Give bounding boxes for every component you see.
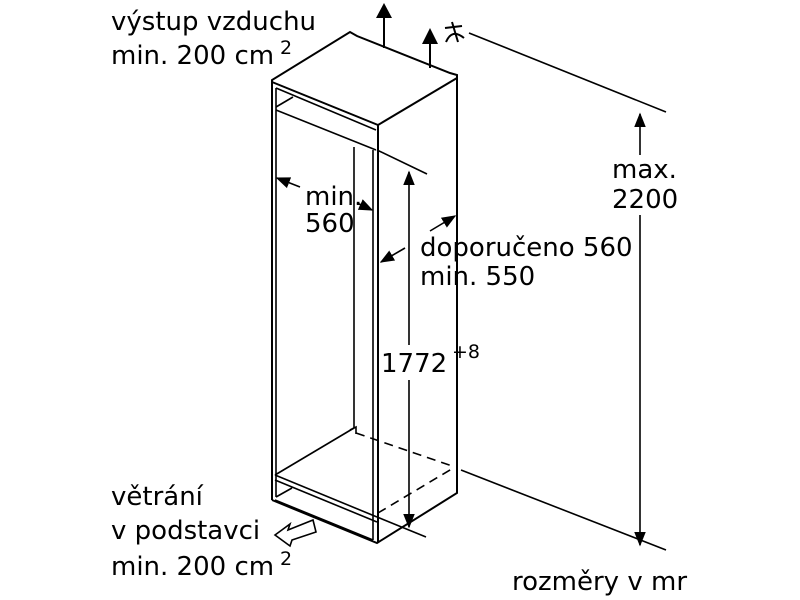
plinth-airflow-arrow-icon <box>273 518 317 548</box>
air-outlet-min-area: min. 200 cm <box>111 41 274 71</box>
niche-bottom-reference-line <box>376 516 427 538</box>
air-outlet-unit-superscript: 2 <box>280 37 292 59</box>
max-height-label: max. <box>612 155 677 185</box>
niche-top-reference-line <box>376 149 428 175</box>
plinth-vent-label: větrání <box>111 482 204 512</box>
top-reference-line <box>468 32 667 113</box>
niche-depth-recommended: doporučeno 560 <box>420 233 633 263</box>
niche-width-dimension <box>275 177 374 211</box>
max-height-value: 2200 <box>612 185 678 215</box>
ventilation-symbol-icon <box>444 21 465 43</box>
niche-height-value: 1772 <box>381 349 447 379</box>
air-outlet-arrows-icon <box>376 3 438 68</box>
plinth-vent-min-area: min. 200 cm <box>111 552 274 582</box>
niche-width-value: 560 <box>305 209 355 239</box>
plinth-vent-location: v podstavci <box>111 516 260 546</box>
plinth-vent-unit-superscript: 2 <box>280 548 292 570</box>
niche-width-label: min. <box>305 182 362 212</box>
units-note: rozměry v mr <box>512 567 687 597</box>
air-outlet-label: výstup vzduchu <box>111 7 316 37</box>
niche-depth-min: min. 550 <box>420 262 535 292</box>
niche-depth-dimension <box>379 215 457 263</box>
floor-reference-line <box>460 469 667 551</box>
niche-height-tolerance: +8 <box>452 341 480 363</box>
